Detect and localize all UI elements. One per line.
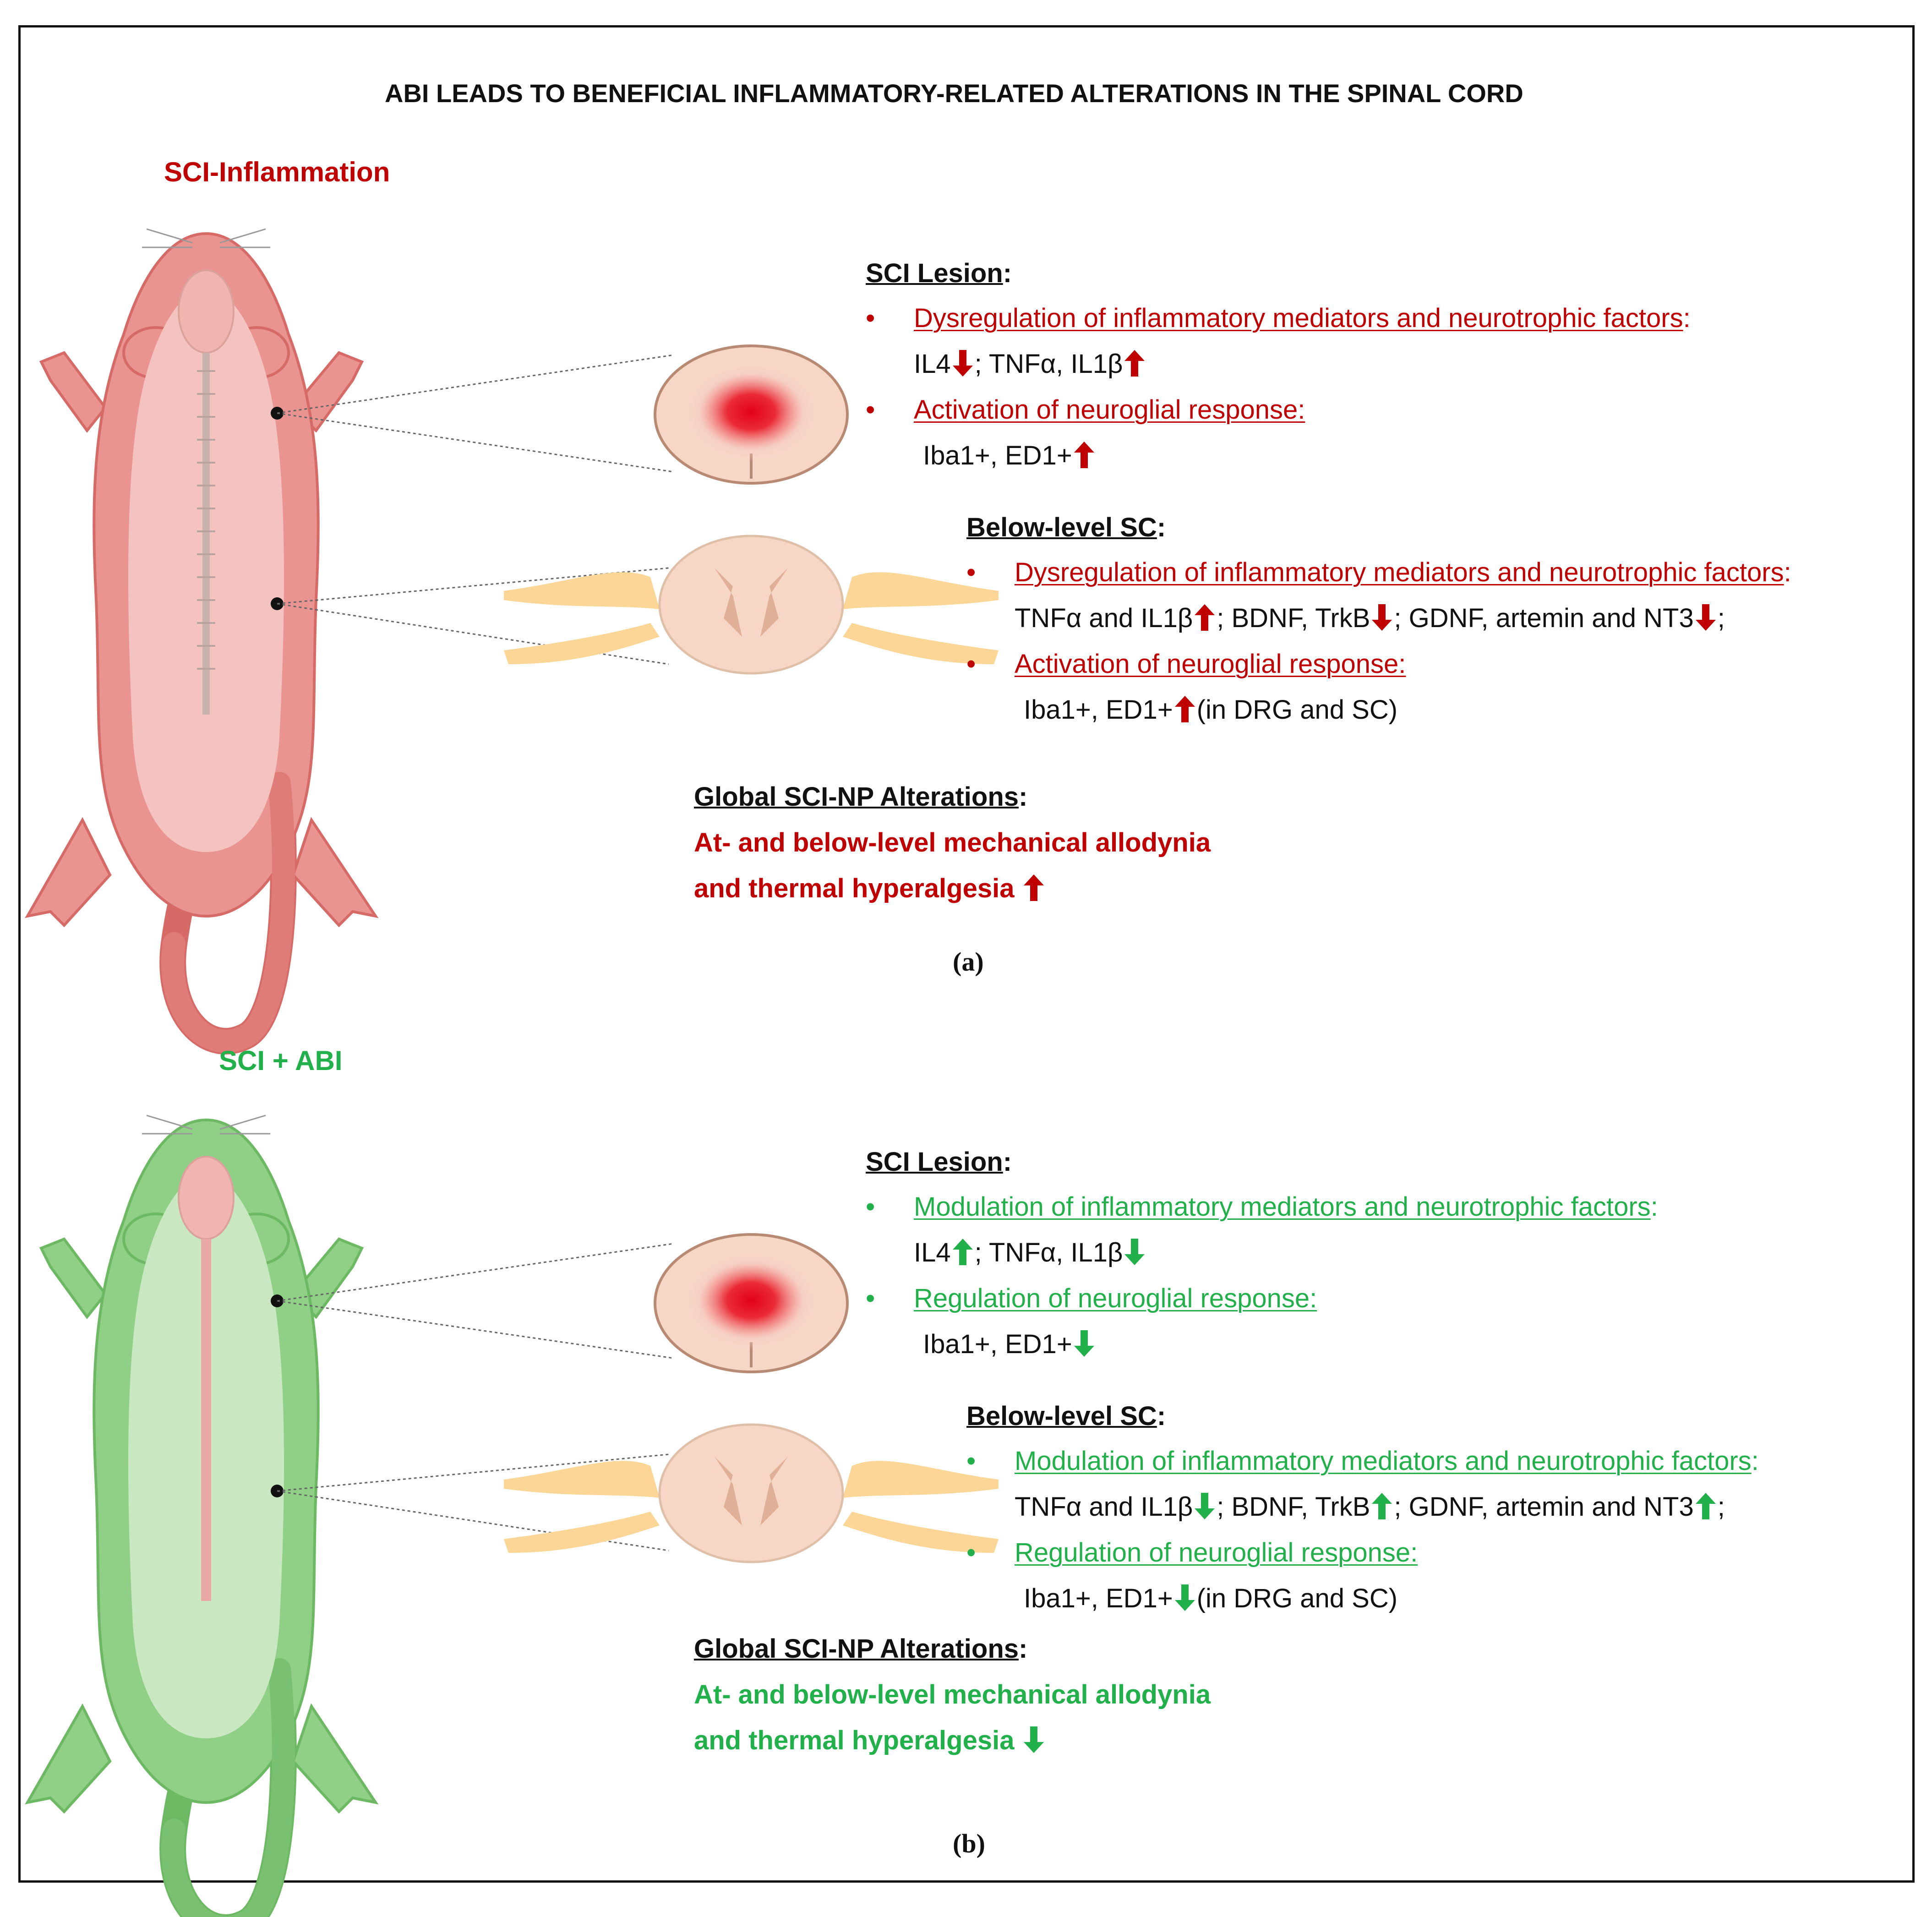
panel-a-caption: (a) [953, 947, 984, 977]
bullet-dot: • [966, 557, 976, 587]
down-arrow-green-icon [1074, 1330, 1094, 1357]
panel-b-below-header: Below-level SC: [966, 1401, 1166, 1431]
panel-a-below-b2: Activation of neuroglial response: [1015, 649, 1406, 679]
rat-green-illustration [27, 1115, 376, 1917]
panel-a-lesion-b1: Dysregulation of inflammatory mediators … [914, 303, 1691, 333]
panel-a-title: SCI-Inflammation [164, 157, 390, 187]
up-arrow-green-icon [1372, 1493, 1392, 1519]
down-arrow-green-icon [1195, 1493, 1215, 1519]
panel-b-below-line1: TNFα and IL1β; BDNF, TrkB; GDNF, artemin… [1015, 1492, 1725, 1522]
panel-a-below-header: Below-level SC: [966, 513, 1166, 542]
up-arrow-red-icon [1174, 696, 1195, 722]
panel-b-lesion-header: SCI Lesion: [866, 1147, 1012, 1177]
panel-a-lesion-header: SCI Lesion: [866, 258, 1012, 288]
bullet-dot: • [866, 395, 875, 425]
panel-a-lesion-line2: Iba1+, ED1+ [923, 440, 1096, 472]
spinal-cross-section-below-a [504, 535, 999, 675]
bullet-dot: • [866, 1192, 875, 1222]
bullet-dot: • [966, 649, 976, 679]
panel-a-global-l2: and thermal hyperalgesia [694, 873, 1046, 905]
up-arrow-red-icon [1195, 604, 1215, 631]
panel-a-below-line1: TNFα and IL1β; BDNF, TrkB; GDNF, artemin… [1015, 603, 1725, 633]
figure-title: ABI LEADS TO BENEFICIAL INFLAMMATORY-REL… [385, 79, 1523, 108]
bullet-dot: • [866, 303, 875, 333]
up-arrow-green-icon [1695, 1493, 1716, 1519]
panel-b-below-b2: Regulation of neuroglial response: [1015, 1538, 1418, 1567]
rat-red-illustration [27, 229, 376, 1041]
down-arrow-red-icon [952, 350, 973, 377]
panel-b-title: SCI + ABI [219, 1045, 343, 1076]
panel-a-below-b1: Dysregulation of inflammatory mediators … [1015, 557, 1791, 587]
bullet-dot: • [966, 1538, 976, 1567]
panel-b-global-header: Global SCI-NP Alterations: [694, 1634, 1028, 1664]
panel-a-global-header: Global SCI-NP Alterations: [694, 782, 1028, 812]
panel-b-global-l1: At- and below-level mechanical allodynia [694, 1680, 1211, 1709]
panel-a-global-l1: At- and below-level mechanical allodynia [694, 828, 1211, 857]
up-arrow-red-icon [1023, 874, 1044, 901]
panel-b-below-b1: Modulation of inflammatory mediators and… [1015, 1446, 1759, 1476]
spinal-cross-section-below-b [504, 1423, 999, 1563]
spinal-cross-section-lesion-a [654, 344, 849, 485]
panel-a-lesion-line1: IL4; TNFα, IL1β [914, 348, 1146, 380]
panel-b-caption: (b) [953, 1829, 985, 1858]
down-arrow-red-icon [1695, 604, 1716, 631]
panel-b-lesion-line2: Iba1+, ED1+ [923, 1328, 1096, 1360]
spinal-cross-section-lesion-b [654, 1233, 849, 1373]
panel-b-global-l2: and thermal hyperalgesia [694, 1725, 1046, 1757]
down-arrow-red-icon [1372, 604, 1392, 631]
up-arrow-red-icon [1124, 350, 1145, 377]
up-arrow-red-icon [1074, 442, 1094, 468]
figure-frame [18, 25, 1915, 1883]
down-arrow-green-icon [1023, 1726, 1044, 1753]
down-arrow-green-icon [1124, 1239, 1145, 1265]
bullet-dot: • [966, 1446, 976, 1476]
up-arrow-green-icon [952, 1239, 973, 1265]
panel-a-lesion-b2: Activation of neuroglial response: [914, 395, 1305, 425]
down-arrow-green-icon [1174, 1584, 1195, 1611]
panel-b-below-line2: Iba1+, ED1+(in DRG and SC) [1024, 1584, 1398, 1613]
panel-b-lesion-b2: Regulation of neuroglial response: [914, 1283, 1317, 1313]
panel-b-lesion-line1: IL4; TNFα, IL1β [914, 1237, 1146, 1269]
bullet-dot: • [866, 1283, 875, 1313]
panel-b-lesion-b1: Modulation of inflammatory mediators and… [914, 1192, 1658, 1222]
panel-a-below-line2: Iba1+, ED1+(in DRG and SC) [1024, 695, 1398, 725]
